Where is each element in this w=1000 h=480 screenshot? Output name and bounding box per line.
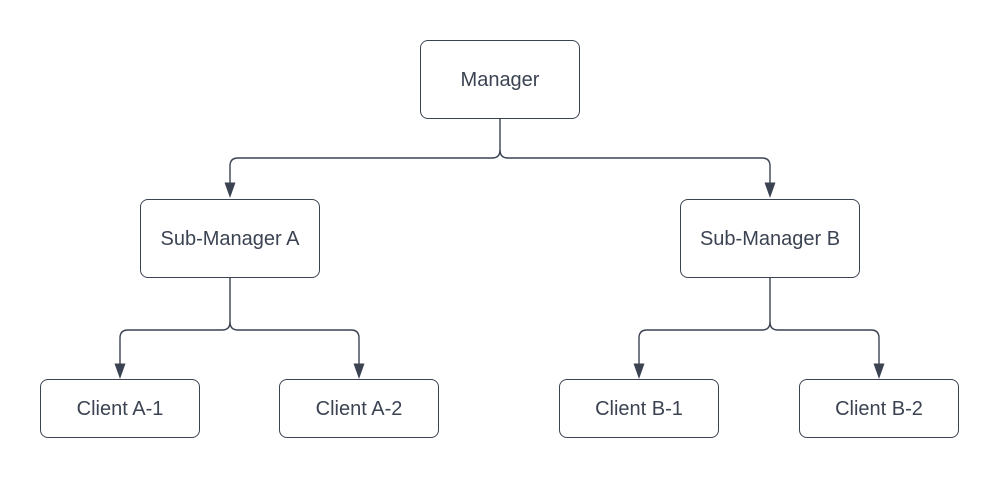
connector-arrowheads [114,182,885,379]
node-client-a-2[interactable]: Client A-2 [279,379,439,438]
connector-sub-b-to-client-b1 [638,278,771,364]
node-client-b-2-label: Client B-2 [835,397,923,420]
node-manager[interactable]: Manager [420,40,580,119]
arrowhead-client-a2 [353,363,365,379]
node-sub-manager-a[interactable]: Sub-Manager A [140,199,320,278]
arrowhead-client-b2 [873,363,885,379]
node-client-b-1-label: Client B-1 [595,397,683,420]
connector-manager-to-sub-b [499,149,771,183]
arrowhead-sub-a [224,182,236,198]
connector-lines [119,119,880,364]
connector-manager-to-sub-a [229,119,501,183]
arrowhead-client-a1 [114,363,126,379]
arrowhead-client-b1 [633,363,645,379]
node-client-a-1[interactable]: Client A-1 [40,379,200,438]
connector-sub-a-to-client-a1 [119,278,231,364]
node-sub-manager-b[interactable]: Sub-Manager B [680,199,860,278]
node-client-b-2[interactable]: Client B-2 [799,379,959,438]
node-client-b-1[interactable]: Client B-1 [559,379,719,438]
node-client-a-2-label: Client A-2 [315,397,403,420]
node-manager-label: Manager [460,68,540,91]
connector-sub-b-to-client-b2 [769,321,880,364]
arrowhead-sub-b [764,182,776,198]
connector-sub-a-to-client-a2 [229,321,360,364]
node-sub-manager-a-label: Sub-Manager A [160,227,300,250]
node-client-a-1-label: Client A-1 [76,397,164,420]
node-sub-manager-b-label: Sub-Manager B [699,227,841,250]
